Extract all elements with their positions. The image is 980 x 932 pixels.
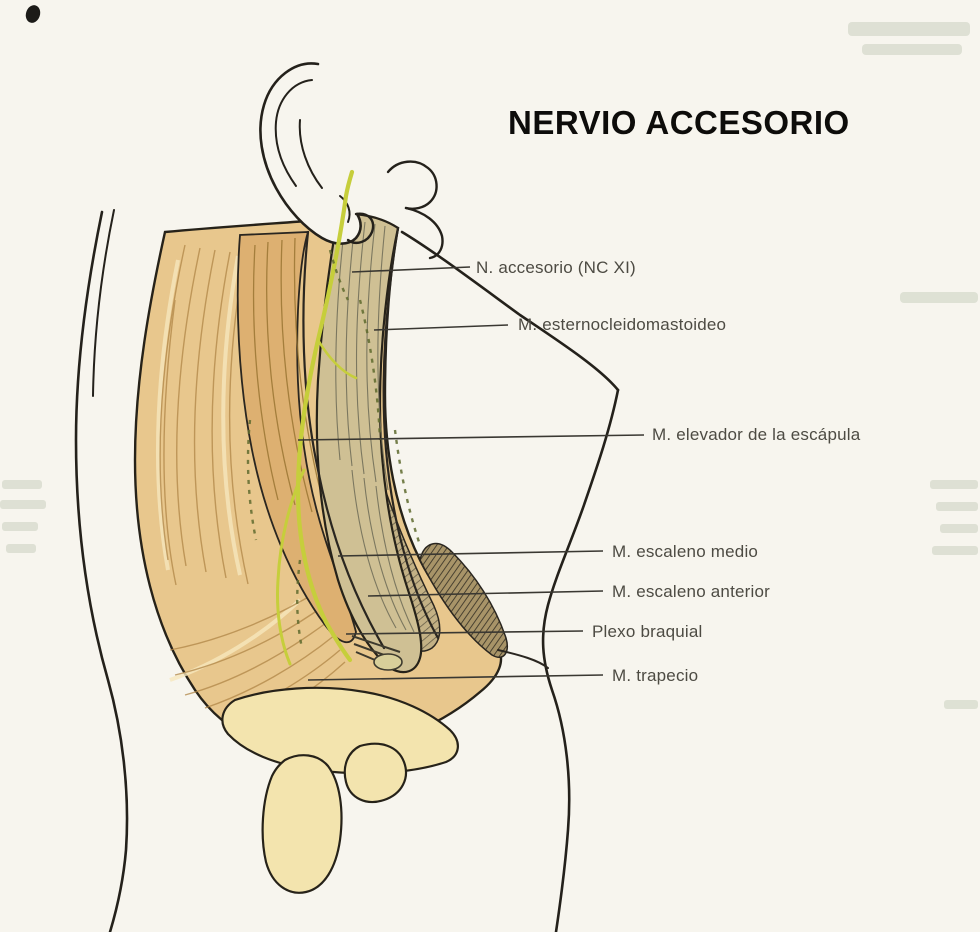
label-elevador-escapula: M. elevador de la escápula — [652, 425, 861, 444]
label-esternocleidomastoideo: M. esternocleidomastoideo — [518, 315, 727, 334]
leader-n-accesorio — [351, 266, 471, 273]
leader-plexo-braquial — [345, 630, 584, 635]
scalene-anterior-region — [419, 542, 508, 659]
brachial-plexus-lines — [351, 635, 403, 671]
label-escaleno-medio: M. escaleno medio — [612, 542, 759, 561]
leader-escaleno-anterior — [367, 590, 604, 597]
muscle-edge-accents — [302, 226, 549, 669]
back-contour-line — [74, 209, 129, 932]
label-plexo-braquial: Plexo braquial — [592, 622, 703, 641]
accessory-nerve — [276, 169, 358, 666]
label-escaleno-anterior: M. escaleno anterior — [612, 582, 771, 601]
diagram-title: NERVIO ACCESORIO — [508, 104, 850, 141]
front-contour-line — [400, 230, 620, 932]
bleed-through-marks — [0, 22, 978, 709]
leader-escaleno-medio — [337, 550, 604, 557]
nerve-chain-dashes — [246, 249, 422, 649]
humerus-bone — [261, 754, 343, 894]
muscle-highlights — [155, 255, 302, 682]
levator-fibers — [252, 237, 329, 521]
behind-ear-curve — [386, 160, 444, 260]
leader-elevador-escapula — [297, 434, 645, 441]
corner-ink-mark — [25, 5, 41, 23]
acromion-bone — [343, 742, 408, 804]
label-trapecio: M. trapecio — [612, 666, 699, 685]
leader-lines — [297, 266, 645, 681]
leader-esternocleidomastoideo — [373, 324, 509, 331]
ear-outline — [259, 62, 375, 245]
label-n-accesorio: N. accesorio (NC XI) — [476, 258, 636, 277]
leader-trapecio — [307, 674, 604, 681]
shoulder-bones — [221, 686, 459, 894]
